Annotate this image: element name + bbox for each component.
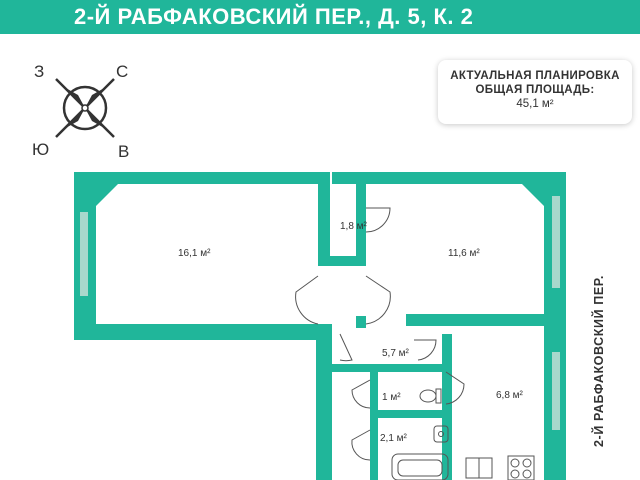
doors	[295, 207, 465, 461]
stove-burner-1-icon	[510, 458, 520, 468]
compass-west-label: З	[34, 62, 45, 81]
header-bar: 2-Й РАБФАКОВСКИЙ ПЕР., Д. 5, К. 2	[0, 0, 640, 34]
door-living-swing	[295, 275, 319, 325]
window-bedroom	[552, 196, 560, 288]
wall-hall-top	[318, 256, 366, 266]
compass-south-label: Ю	[32, 140, 50, 159]
window-living	[80, 212, 88, 296]
door-hall-swing	[339, 333, 353, 362]
wall-bedroom-bottom	[406, 314, 546, 326]
room-area-closet: 1,8 м²	[340, 221, 368, 232]
outer-wall-right	[544, 172, 566, 480]
wall-bath-left	[370, 418, 378, 480]
corner-bevel-right	[522, 184, 544, 206]
room-area-living: 16,1 м²	[178, 248, 211, 259]
stove-burner-4-icon	[522, 469, 532, 479]
window-kitchen	[552, 352, 560, 430]
wall-closet-bedroom	[356, 172, 366, 266]
page-title: 2-Й РАБФАКОВСКИЙ ПЕР., Д. 5, К. 2	[74, 4, 474, 29]
sink-icon	[433, 425, 449, 443]
door-hall-right-swing	[414, 339, 437, 361]
wall-toilet-bottom	[370, 410, 448, 418]
bathtub-icon	[391, 453, 449, 480]
outer-wall-top-right	[356, 172, 566, 184]
compass-east-label: В	[118, 142, 130, 161]
room-area-toilet: 1 м²	[382, 392, 401, 403]
info-area-label: ОБЩАЯ ПЛОЩАДЬ:	[475, 84, 595, 96]
wall-hall-right	[356, 316, 366, 328]
compass-rose-icon	[55, 78, 115, 138]
door-toilet-swing	[351, 379, 371, 409]
outer-wall-top-left	[74, 172, 324, 184]
room-areas: 16,1 м² 1,8 м² 11,6 м² 5,7 м² 1 м² 6,8 м…	[178, 221, 524, 444]
info-title: АКТУАЛЬНАЯ ПЛАНИРОВКА	[450, 70, 620, 82]
door-bedroom-swing	[365, 275, 391, 325]
room-area-hall: 5,7 м²	[382, 348, 410, 359]
room-area-bath: 2,1 м²	[380, 433, 408, 444]
wall-living-closet	[318, 172, 330, 266]
room-area-bedroom: 11,6 м²	[448, 248, 480, 259]
windows	[80, 196, 560, 430]
walls	[74, 172, 566, 480]
outer-wall-lower-left	[316, 324, 332, 480]
toilet-tank-icon	[435, 388, 442, 404]
sink-drain-icon	[438, 431, 444, 437]
compass: З С Ю В	[28, 58, 148, 168]
bathtub-inner-icon	[397, 459, 443, 477]
door-bath-swing	[351, 429, 371, 461]
door-closet-swing	[365, 207, 391, 233]
info-area-value: 45,1 м²	[516, 98, 554, 110]
corner-bevel-left	[96, 184, 118, 206]
compass-north-label: С	[116, 62, 129, 81]
stove-burner-2-icon	[522, 458, 532, 468]
wall-hall-bottom	[332, 364, 442, 372]
outer-wall-bottom-left	[74, 324, 324, 340]
fixtures	[391, 388, 535, 480]
stove-burner-3-icon	[510, 469, 520, 479]
info-card: АКТУАЛЬНАЯ ПЛАНИРОВКА ОБЩАЯ ПЛОЩАДЬ: 45,…	[438, 60, 632, 124]
toilet-bowl-icon	[419, 389, 437, 403]
wall-kitchen-left	[442, 334, 452, 480]
room-area-kitchen: 6,8 м²	[496, 390, 524, 401]
door-kitchen-swing	[445, 371, 465, 405]
stove-icon	[507, 455, 535, 480]
wall-toilet-left	[370, 368, 378, 414]
